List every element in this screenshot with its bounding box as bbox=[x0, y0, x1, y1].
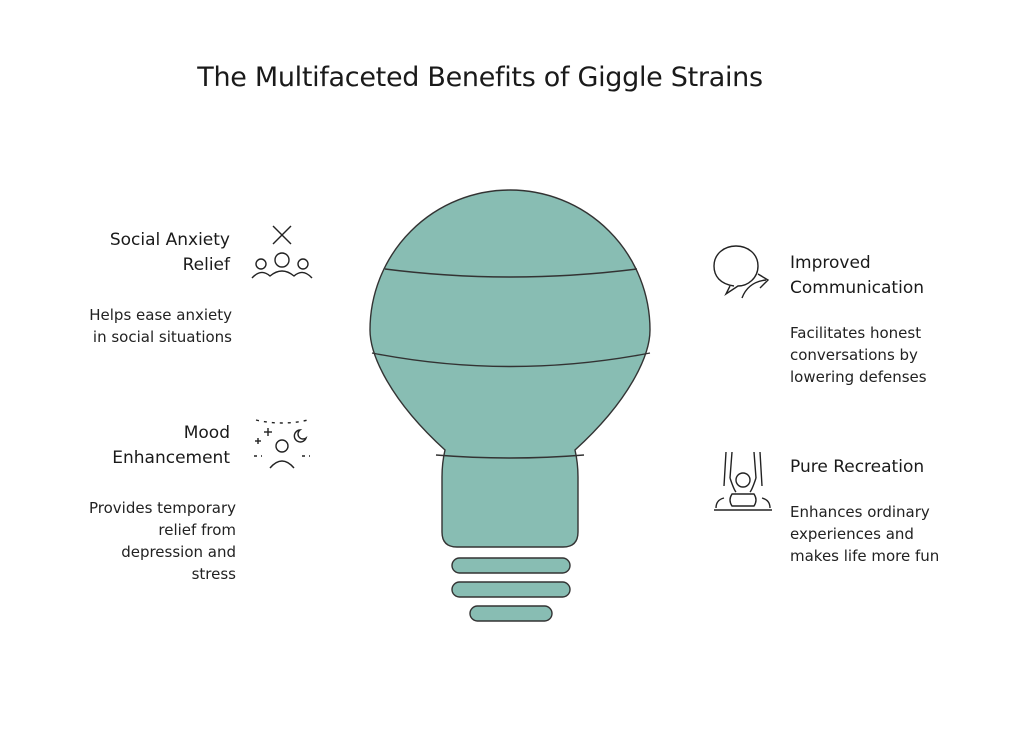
benefit-description-line: relief from bbox=[158, 521, 236, 539]
benefit-description-line: Provides temporary bbox=[89, 499, 236, 517]
benefit-description-line: lowering defenses bbox=[790, 368, 927, 386]
benefit-description-line: in social situations bbox=[92, 328, 232, 346]
swing-person-icon bbox=[712, 450, 774, 514]
benefit-heading-line: Improved bbox=[790, 253, 871, 273]
bulb-base-ring-2 bbox=[451, 581, 571, 598]
benefit-description-line: Helps ease anxiety bbox=[89, 306, 232, 324]
benefit-social-anxiety-description: Helps ease anxiety in social situations bbox=[89, 304, 232, 348]
benefit-description-line: Facilitates honest bbox=[790, 324, 922, 342]
benefit-mood-heading: Mood Enhancement bbox=[112, 421, 230, 471]
bulb-base-ring-3 bbox=[469, 605, 553, 622]
group-people-icon bbox=[250, 222, 314, 280]
benefit-description-line: Enhances ordinary bbox=[790, 503, 930, 521]
benefit-description-line: stress bbox=[191, 565, 236, 583]
benefit-description-line: experiences and bbox=[790, 525, 914, 543]
benefit-communication-description: Facilitates honest conversations by lowe… bbox=[790, 322, 927, 388]
page-title: The Multifaceted Benefits of Giggle Stra… bbox=[197, 62, 763, 93]
bulb-band-line-2 bbox=[371, 352, 651, 368]
lightbulb-svg bbox=[369, 189, 651, 622]
bulb-shape bbox=[369, 189, 651, 548]
bulb-band-line-3 bbox=[435, 454, 585, 459]
benefit-heading-line: Relief bbox=[182, 255, 230, 275]
benefit-heading-line: Mood bbox=[183, 423, 230, 443]
benefit-heading-line: Social Anxiety bbox=[109, 230, 230, 250]
benefit-recreation-heading: Pure Recreation bbox=[790, 455, 924, 480]
benefit-heading-line: Enhancement bbox=[112, 448, 230, 468]
benefit-description-line: conversations by bbox=[790, 346, 918, 364]
lightbulb-diagram bbox=[360, 185, 660, 639]
bulb-band-line-1 bbox=[384, 268, 638, 278]
benefit-recreation-description: Enhances ordinary experiences and makes … bbox=[790, 501, 939, 567]
benefit-heading-line: Communication bbox=[790, 278, 924, 298]
benefit-description-line: depression and bbox=[121, 543, 236, 561]
mood-stars-moon-icon bbox=[250, 412, 314, 476]
benefit-social-anxiety-heading: Social Anxiety Relief bbox=[110, 228, 230, 278]
benefit-mood-description: Provides temporary relief from depressio… bbox=[89, 497, 236, 585]
speech-bubble-arrow-icon bbox=[712, 244, 774, 302]
benefit-heading-line: Pure Recreation bbox=[790, 457, 925, 477]
benefit-communication-heading: Improved Communication bbox=[790, 251, 924, 301]
benefit-description-line: makes life more fun bbox=[790, 547, 940, 565]
bulb-base-ring-1 bbox=[451, 557, 571, 574]
